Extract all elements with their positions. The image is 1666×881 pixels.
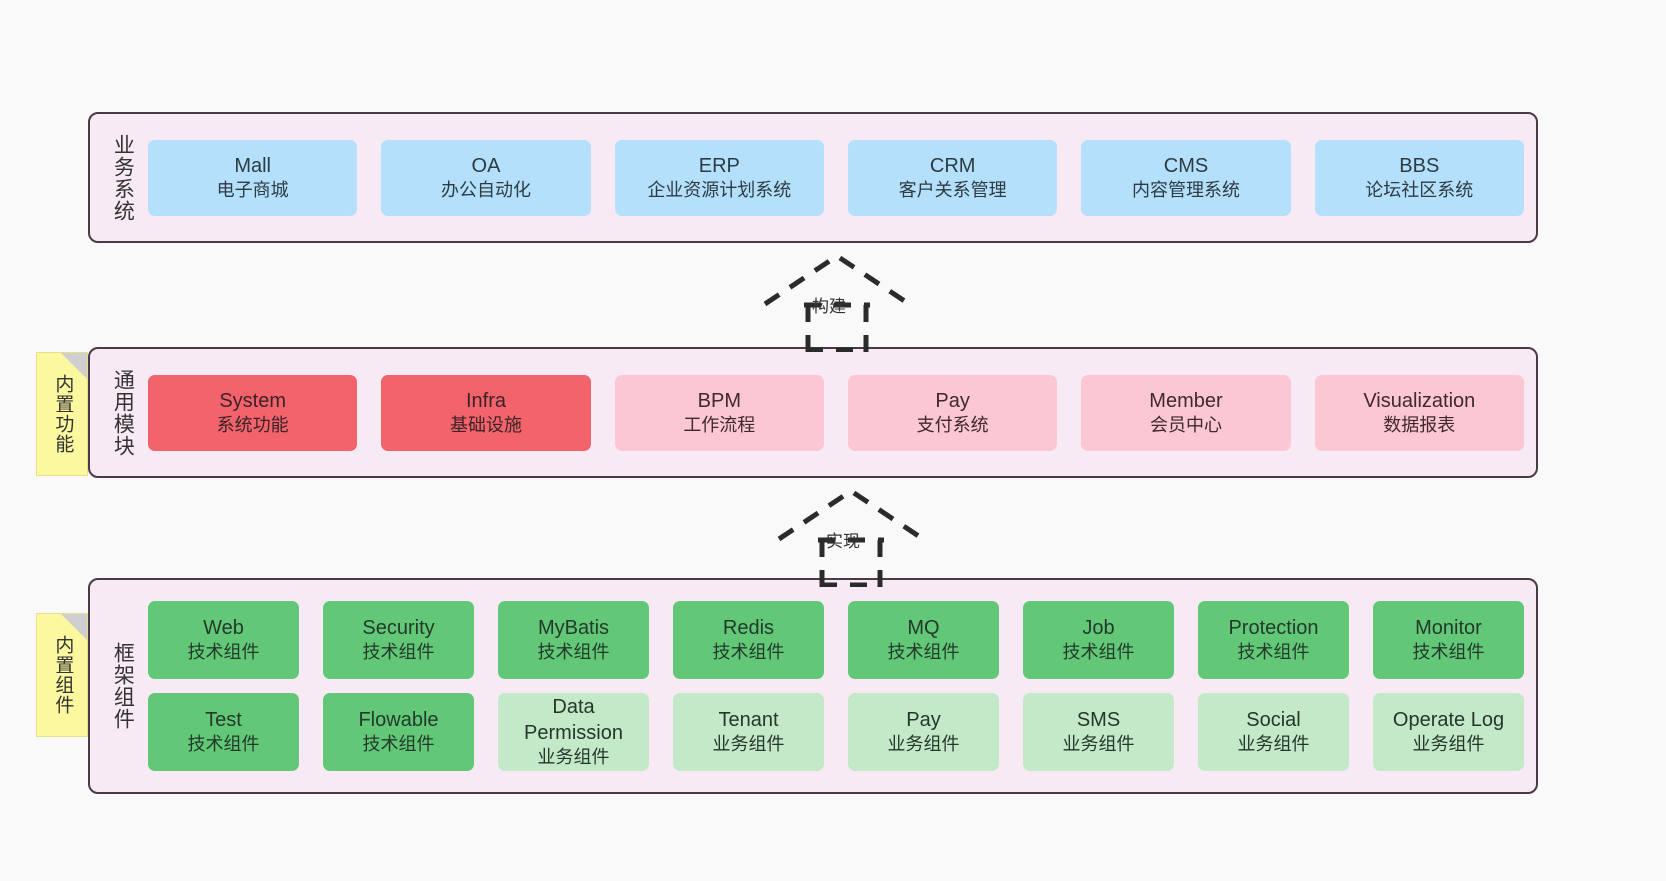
card-web[interactable]: Web 技术组件 [148,601,299,679]
card-monitor[interactable]: Monitor 技术组件 [1373,601,1524,679]
layer-title-business-system: 业务系统 [111,133,135,222]
card-social[interactable]: Social 业务组件 [1198,693,1349,771]
connector-build: 构建 [760,252,911,353]
card-oa[interactable]: OA 办公自动化 [381,139,591,216]
card-bbs[interactable]: BBS 论坛社区系统 [1314,139,1524,216]
layer-framework-component: 框架组件 Web 技术组件 Security 技术组件 MyBatis 技术组件… [88,578,1538,794]
card-row: System 系统功能 Infra 基础设施 BPM 工作流程 Pay 支付系统… [148,374,1524,451]
layer-body-framework-component: Web 技术组件 Security 技术组件 MyBatis 技术组件 Redi… [142,590,1524,782]
card-mall[interactable]: Mall 电子商城 [148,139,358,216]
sticky-fold-corner-icon [61,353,87,379]
sticky-note-builtin-function-label: 内置功能 [52,374,74,454]
sticky-note-builtin-component-label: 内置组件 [52,635,74,715]
card-pay[interactable]: Pay 支付系统 [847,374,1058,451]
layer-body-business-system: Mall 电子商城 OA 办公自动化 ERP 企业资源计划系统 CRM 客户关系… [142,124,1524,231]
card-infra[interactable]: Infra 基础设施 [381,374,591,451]
sticky-note-builtin-component: 内置组件 [36,613,88,737]
layer-business-system: 业务系统 Mall 电子商城 OA 办公自动化 ERP 企业资源计划系统 CRM… [88,112,1538,243]
card-sms[interactable]: SMS 业务组件 [1023,693,1174,771]
card-data-permission[interactable]: Data Permission 业务组件 [498,693,649,771]
card-mq[interactable]: MQ 技术组件 [848,601,999,679]
layer-title-common-module: 通用模块 [111,368,135,457]
connector-implement: 实现 [774,487,925,588]
layer-common-module: 通用模块 System 系统功能 Infra 基础设施 BPM 工作流程 Pay… [88,347,1538,478]
card-crm[interactable]: CRM 客户关系管理 [847,139,1058,216]
connector-build-label: 构建 [812,297,846,316]
card-bpm[interactable]: BPM 工作流程 [614,374,824,451]
card-pay-business[interactable]: Pay 业务组件 [848,693,999,771]
card-row: Mall 电子商城 OA 办公自动化 ERP 企业资源计划系统 CRM 客户关系… [148,139,1524,216]
card-flowable[interactable]: Flowable 技术组件 [323,693,474,771]
layer-body-common-module: System 系统功能 Infra 基础设施 BPM 工作流程 Pay 支付系统… [142,359,1524,466]
card-tenant[interactable]: Tenant 业务组件 [673,693,824,771]
card-erp[interactable]: ERP 企业资源计划系统 [614,139,824,216]
card-operate-log[interactable]: Operate Log 业务组件 [1373,693,1524,771]
card-job[interactable]: Job 技术组件 [1023,601,1174,679]
card-mybatis[interactable]: MyBatis 技术组件 [498,601,649,679]
card-test[interactable]: Test 技术组件 [148,693,299,771]
card-visualization[interactable]: Visualization 数据报表 [1314,374,1524,451]
card-row: Test 技术组件 Flowable 技术组件 Data Permission … [148,693,1524,771]
dashed-generalization-arrow-icon [777,487,925,588]
card-cms[interactable]: CMS 内容管理系统 [1081,139,1291,216]
card-protection[interactable]: Protection 技术组件 [1198,601,1349,679]
card-redis[interactable]: Redis 技术组件 [673,601,824,679]
sticky-note-builtin-function: 内置功能 [36,352,88,476]
card-security[interactable]: Security 技术组件 [323,601,474,679]
connector-implement-label: 实现 [826,532,860,551]
dashed-generalization-arrow-icon [763,252,911,353]
sticky-fold-corner-icon [61,614,87,640]
card-system[interactable]: System 系统功能 [148,374,358,451]
layer-title-framework-component: 框架组件 [111,642,135,730]
card-row: Web 技术组件 Security 技术组件 MyBatis 技术组件 Redi… [148,601,1524,679]
card-member[interactable]: Member 会员中心 [1081,374,1291,451]
